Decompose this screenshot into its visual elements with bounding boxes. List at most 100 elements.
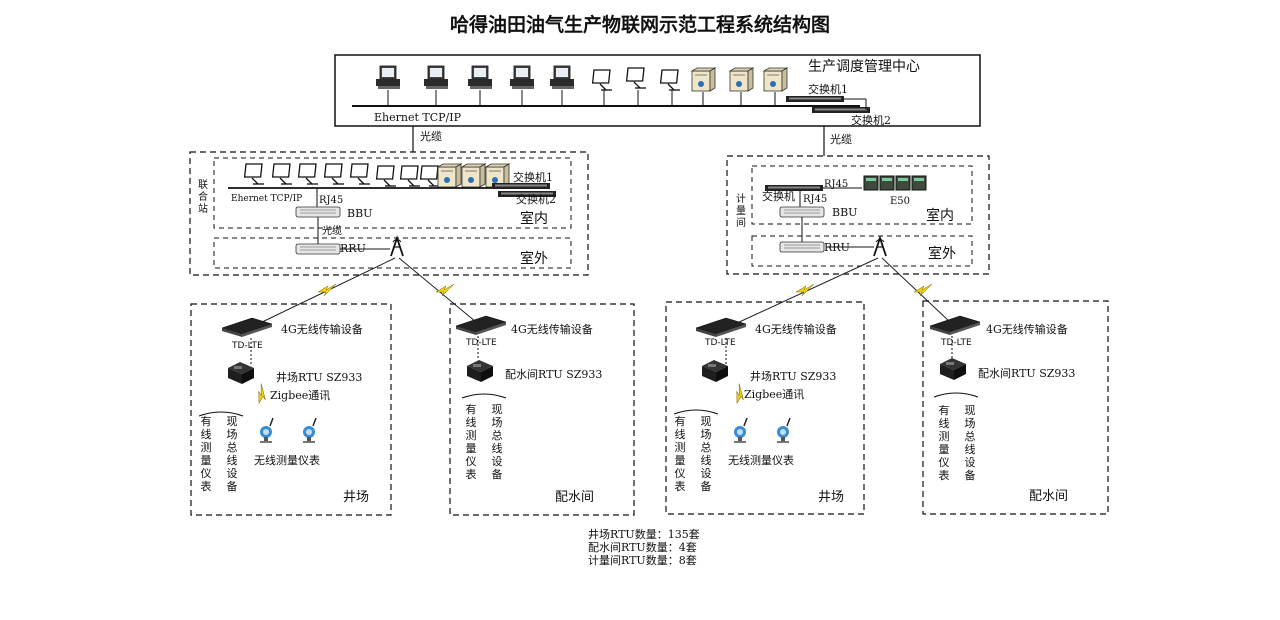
server-icon	[763, 67, 788, 92]
rtu-icon	[702, 360, 728, 382]
workstation-icon	[423, 65, 449, 90]
fieldbus-char: 设	[701, 467, 712, 480]
outdoor-label: 室外	[928, 245, 956, 262]
fieldbus-char: 现	[701, 415, 712, 428]
joint-station-label-2: 合	[198, 190, 208, 203]
water-dist-box-1: 4G无线传输设备 TD-LTE 配水间RTU SZ933 配水间	[449, 303, 635, 516]
fieldbus-char: 总	[965, 429, 976, 443]
fieldbus-char: 设	[227, 467, 238, 480]
rru-icon	[779, 241, 825, 253]
switch-label: 交换机	[762, 189, 795, 203]
site-label: 配水间	[555, 490, 594, 505]
metering-station-box	[726, 155, 990, 275]
outdoor-box	[751, 235, 973, 267]
wireless-meter-icon	[302, 417, 317, 444]
fiber-label: 光缆	[420, 129, 442, 143]
e50-modules	[863, 175, 927, 191]
fiber-label: 光缆	[322, 224, 342, 237]
fieldbus-char: 场	[965, 416, 976, 430]
outdoor-box	[213, 237, 572, 269]
ethernet-label: Ehernet TCP/IP	[374, 111, 462, 124]
lte-device-label: 4G无线传输设备	[511, 322, 593, 336]
wired-meter-char: 仪	[466, 455, 477, 468]
e50-label: E50	[890, 196, 910, 207]
fieldbus-char: 场	[701, 427, 712, 441]
server-icon	[437, 163, 462, 188]
wired-meter-char: 有	[466, 402, 477, 416]
wired-meter-char: 仪	[939, 456, 950, 469]
monitor-icon	[375, 165, 397, 187]
switch2-label: 交换机2	[516, 192, 556, 206]
wired-meter-char: 表	[939, 468, 950, 482]
indoor-box	[751, 165, 973, 225]
workstation-icon	[375, 65, 401, 90]
lte-device-label: 4G无线传输设备	[755, 322, 837, 336]
wired-meter-char: 仪	[675, 467, 686, 480]
switch2-label: 交换机2	[851, 113, 891, 127]
wired-meter-char: 测	[675, 441, 686, 454]
td-lte-label: TD-LTE	[465, 338, 497, 348]
wireless-meter-icon	[259, 417, 274, 444]
well-site-box-1: 4G无线传输设备 TD-LTE 井场RTU SZ933 Zigbee通讯 无线测…	[190, 303, 392, 516]
bbu-label: BBU	[832, 206, 857, 219]
wireless-meter-icon	[776, 417, 791, 444]
site-label: 井场	[818, 490, 844, 505]
bbu-label: BBU	[347, 207, 372, 220]
wired-meter-char: 表	[675, 479, 686, 493]
diagram-title: 哈得油田油气生产物联网示范工程系统结构图	[449, 14, 830, 36]
metering-rtu-total: 计量间RTU数量：8套	[588, 554, 697, 567]
fieldbus-char: 场	[492, 415, 503, 429]
antenna-tower-icon	[873, 237, 887, 257]
fieldbus-char: 现	[492, 403, 503, 416]
rtu-icon	[940, 358, 966, 380]
water-rtu-total: 配水间RTU数量：4套	[588, 541, 697, 554]
td-lte-label: TD-LTE	[704, 338, 736, 348]
switch-icon	[786, 96, 844, 102]
metering-label-2: 量	[736, 205, 746, 217]
rtu-label: 井场RTU SZ933	[276, 370, 362, 384]
metering-station: 计 量 间 RJ45 E50 交换机 RJ45 BBU 室内 RRU 室外	[726, 155, 990, 275]
fieldbus-char: 备	[701, 479, 712, 493]
fieldbus-char: 备	[227, 479, 238, 493]
joint-station: 联 合 站 交换机1 交换机2 Ehernet TCP/IP RJ45 BBU …	[189, 151, 589, 276]
rtu-label: 配水间RTU SZ933	[505, 368, 602, 381]
well-site-box-2: 4G无线传输设备 TD-LTE 井场RTU SZ933 Zigbee通讯 无线测…	[665, 301, 865, 515]
fieldbus-char: 总	[492, 428, 503, 442]
td-lte-label: TD-LTE	[231, 341, 263, 351]
fieldbus-char: 线	[227, 453, 238, 467]
indoor-label: 室内	[926, 207, 954, 224]
joint-station-box	[189, 151, 589, 276]
workstation-icon	[467, 65, 493, 90]
switch1-label: 交换机1	[513, 170, 553, 184]
fieldbus-char: 备	[492, 467, 503, 481]
site-label: 井场	[343, 490, 369, 505]
wireless-meter-label: 无线测量仪表	[728, 453, 794, 467]
td-lte-label: TD-LTE	[940, 338, 972, 348]
wired-meter-char: 线	[466, 415, 477, 429]
wired-meter-char: 线	[939, 416, 950, 430]
lte-device-label: 4G无线传输设备	[986, 322, 1068, 336]
fieldbus-char: 场	[227, 427, 238, 441]
indoor-box	[213, 157, 572, 229]
well-rtu-total: 井场RTU数量：135套	[588, 528, 700, 541]
switch-icon	[812, 107, 870, 113]
wired-meter-char: 线	[675, 427, 686, 441]
rj45-label: RJ45	[824, 179, 848, 190]
joint-station-label-3: 站	[198, 202, 208, 215]
lte-router-icon	[929, 315, 981, 336]
outdoor-label: 室外	[520, 250, 548, 267]
control-center-label: 生产调度管理中心	[808, 59, 920, 75]
monitor-icon	[243, 163, 265, 185]
lte-router-icon	[695, 317, 747, 338]
fieldbus-char: 现	[227, 415, 238, 428]
wired-meter-char: 测	[939, 430, 950, 443]
rtu-totals: 井场RTU数量：135套 配水间RTU数量：4套 计量间RTU数量：8套	[588, 528, 700, 567]
switch1-label: 交换机1	[808, 82, 848, 96]
wired-meter-char: 表	[201, 479, 212, 493]
fieldbus-char: 总	[227, 440, 238, 454]
wireless-meter-icon	[733, 417, 748, 444]
lte-device-label: 4G无线传输设备	[281, 322, 363, 336]
vertical-text-columns: 有线测量仪表现场总线设备有线测量仪表现场总线设备有线测量仪表现场总线设备有线测量…	[201, 402, 976, 493]
wired-meter-char: 量	[939, 443, 950, 456]
